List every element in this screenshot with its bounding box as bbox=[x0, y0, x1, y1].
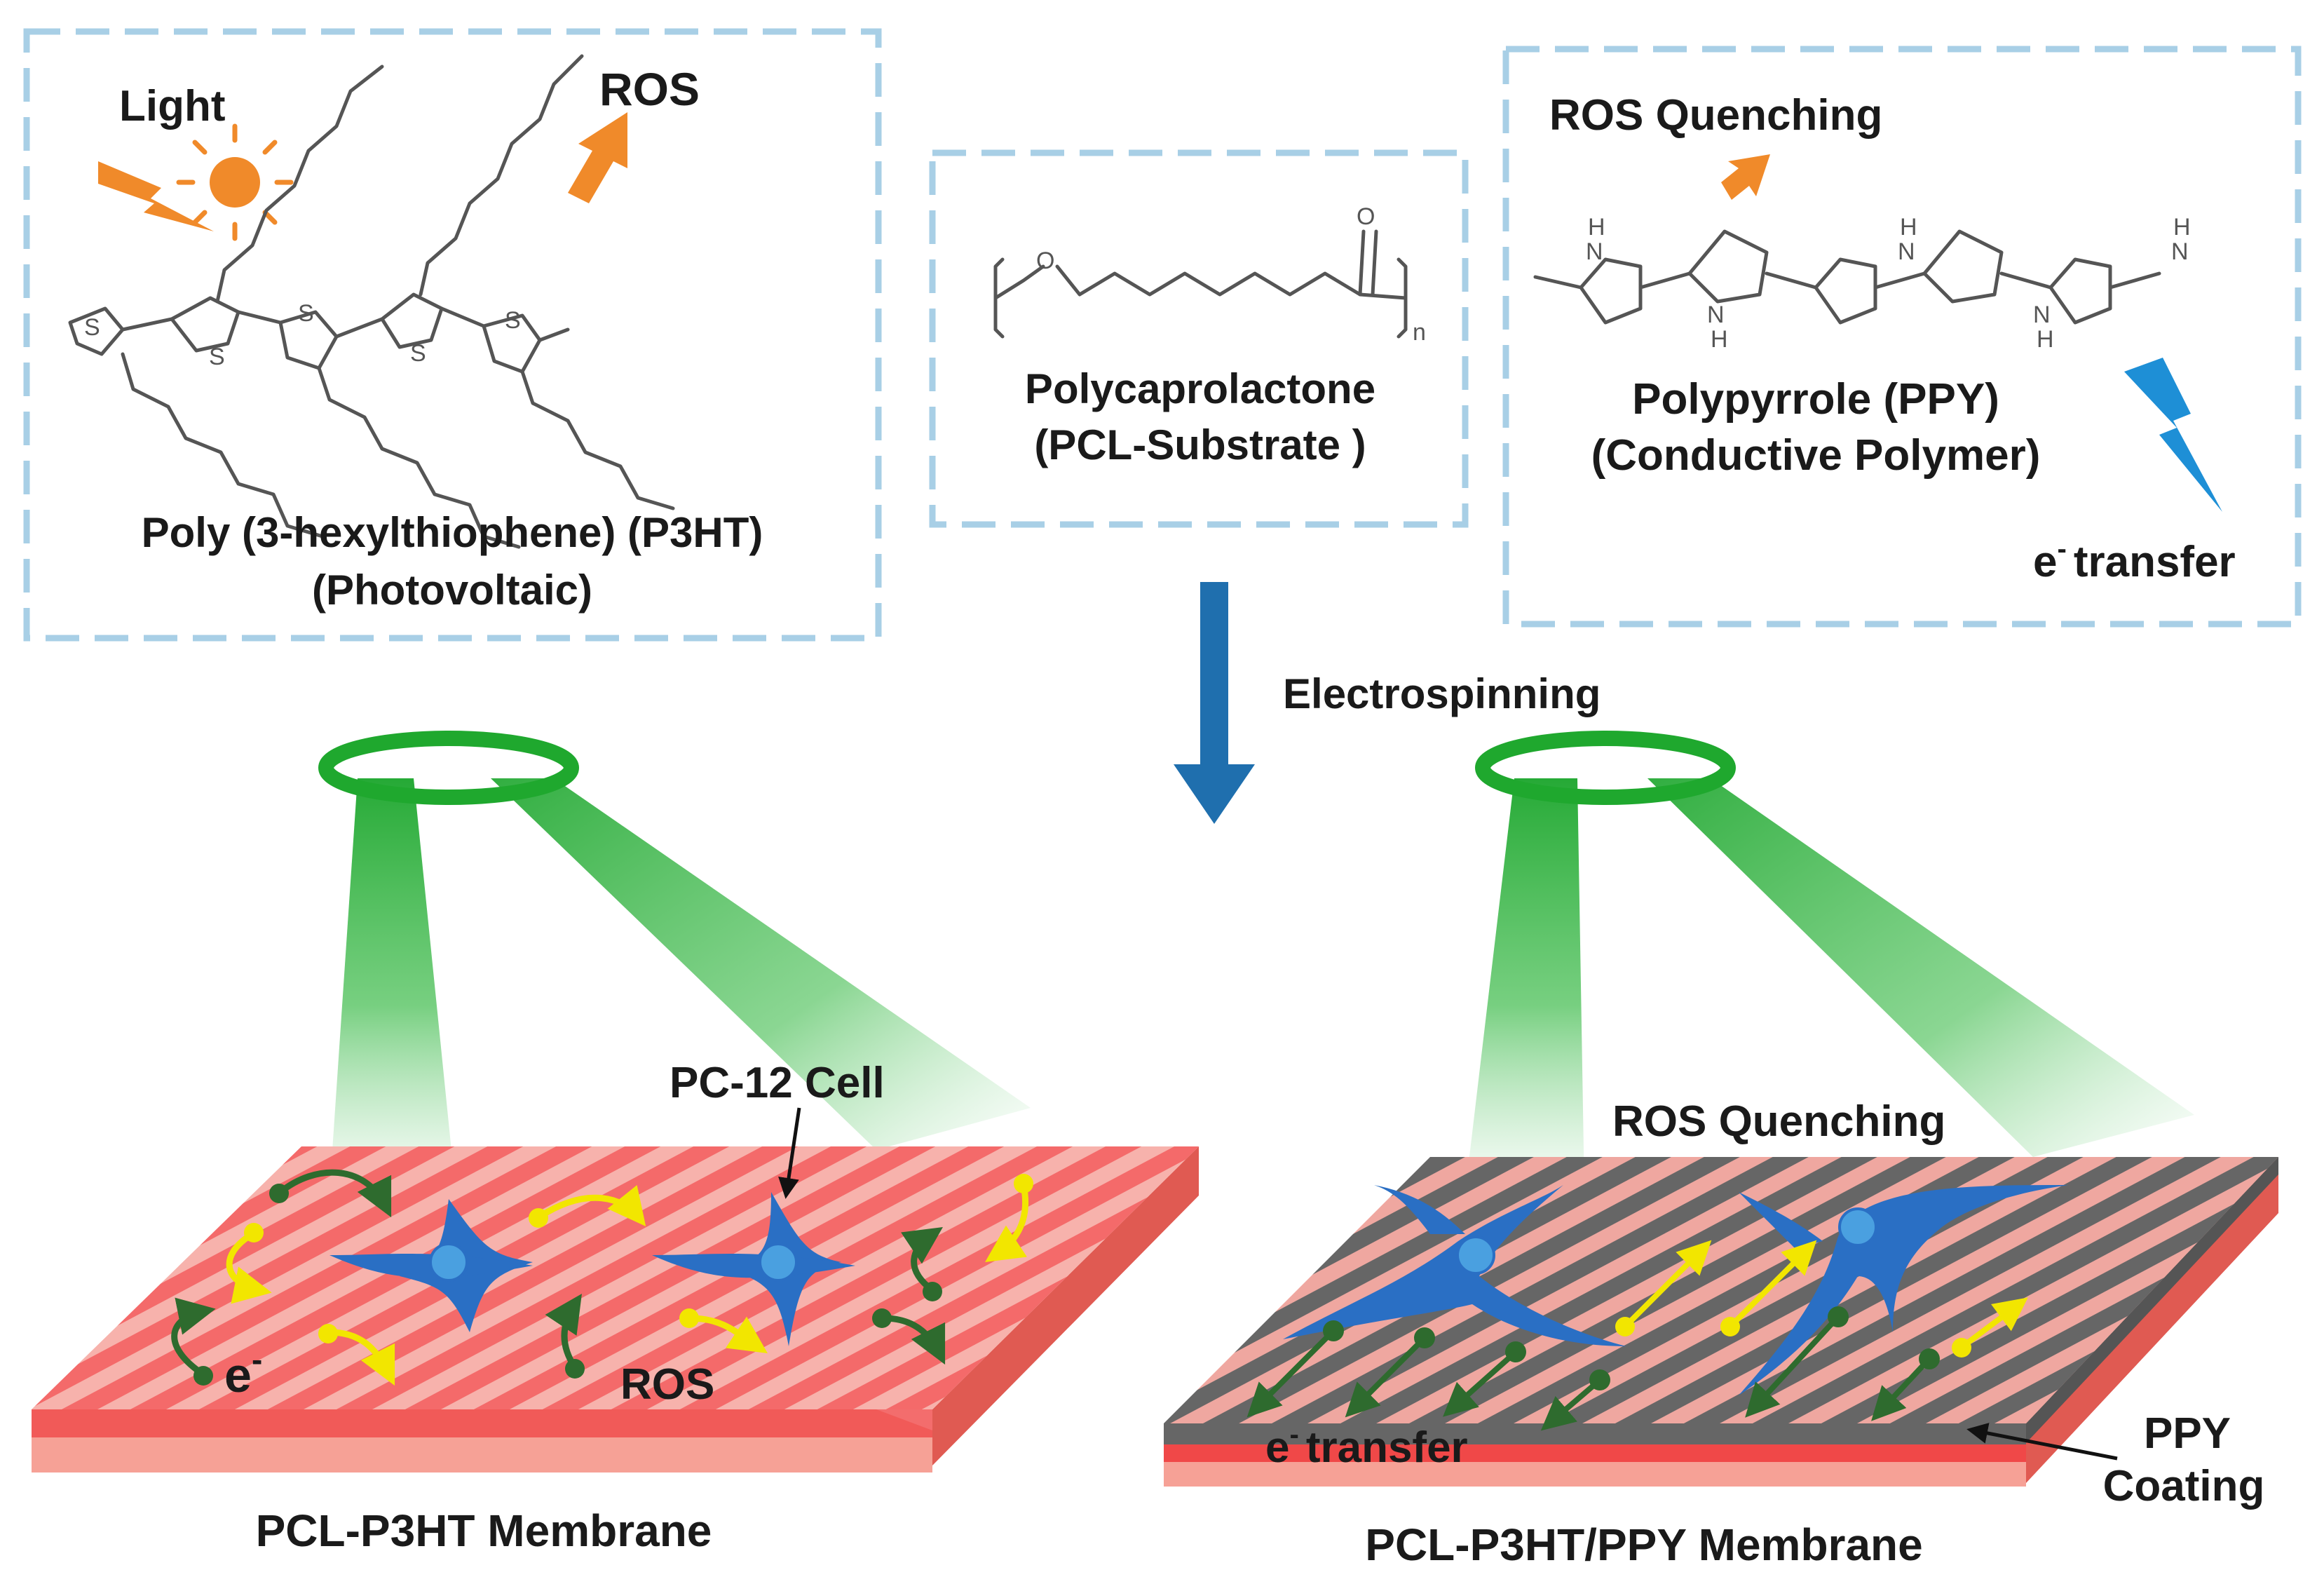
right-membrane-caption: PCL-P3HT/PPY Membrane bbox=[1365, 1519, 1922, 1570]
left-membrane-slab bbox=[32, 1146, 1199, 1472]
p3ht-structure: S S S S S bbox=[68, 54, 675, 549]
left-cell-2 bbox=[652, 1192, 855, 1346]
pcl-oxygen-atom: O bbox=[1036, 248, 1054, 274]
p3ht-name: Poly (3-hexylthiophene) (P3HT) bbox=[142, 509, 763, 556]
ros-release-arrow-icon bbox=[568, 112, 627, 203]
sulfur-atom-3: S bbox=[298, 300, 314, 327]
right-cell-1 bbox=[1283, 1185, 1626, 1346]
ppy-quench-label: ROS Quenching bbox=[1549, 91, 1882, 140]
quench-arrow-icon bbox=[1721, 154, 1770, 200]
ppy-nh-h-4: H bbox=[2037, 326, 2054, 353]
right-electron-symbol: e bbox=[1265, 1423, 1289, 1472]
pcl-name: Polycaprolactone bbox=[1025, 365, 1375, 412]
right-ros-dots bbox=[1615, 1317, 1971, 1358]
ppy-nh-h-5: H bbox=[2173, 214, 2191, 241]
pc12-cell-label: PC-12 Cell bbox=[670, 1059, 885, 1107]
ppy-transfer-label: e-transfer bbox=[2033, 534, 2236, 586]
sulfur-atom-4: S bbox=[410, 340, 426, 367]
pcl-role: (PCL-Substrate ) bbox=[1034, 421, 1366, 468]
right-transfer-label: e-transfer bbox=[1265, 1419, 1468, 1472]
right-electron-superscript: - bbox=[1289, 1419, 1298, 1450]
ros-release-label: ROS bbox=[599, 63, 700, 115]
right-electron-arrows bbox=[1246, 1316, 1930, 1431]
coating-pointer-arrow bbox=[1966, 1423, 2118, 1461]
pcl-carbonyl-oxygen: O bbox=[1357, 203, 1375, 230]
pcl-panel-border bbox=[929, 149, 1469, 528]
p3ht-role: (Photovoltaic) bbox=[312, 567, 592, 614]
left-ros-arrows bbox=[226, 1184, 1029, 1386]
ppy-nh-n-4: N bbox=[2033, 302, 2051, 328]
ppy-panel-border bbox=[1502, 46, 2302, 628]
left-cell-1 bbox=[329, 1199, 533, 1332]
right-cell-2 bbox=[1739, 1185, 2068, 1395]
ppy-nh-n-3: N bbox=[1898, 238, 1915, 265]
ppy-coating-label-line1: PPY bbox=[2144, 1409, 2231, 1458]
right-light-source bbox=[1465, 731, 2194, 1192]
left-electron-label: e- bbox=[224, 1341, 262, 1402]
left-electron-symbol: e bbox=[224, 1348, 252, 1402]
ppy-role: (Conductive Polymer) bbox=[1591, 431, 2041, 480]
sulfur-atom-5: S bbox=[505, 307, 521, 334]
ppy-nh-h-1: H bbox=[1588, 214, 1605, 241]
blue-lightning-icon bbox=[2124, 358, 2222, 512]
ppy-nh-n-1: N bbox=[1586, 238, 1603, 265]
electron-symbol: e bbox=[2033, 538, 2057, 586]
ppy-coating-label-line2: Coating bbox=[2103, 1462, 2265, 1510]
ppy-nh-n-5: N bbox=[2171, 238, 2189, 265]
electron-superscript: - bbox=[2057, 534, 2066, 564]
right-ros-arrows bbox=[1624, 1240, 2028, 1349]
electrospinning-arrow bbox=[1174, 582, 1255, 824]
sulfur-atom-2: S bbox=[209, 344, 225, 370]
left-ros-dots bbox=[244, 1174, 1033, 1343]
pcl-repeat-subscript: n bbox=[1413, 319, 1426, 346]
left-ros-label: ROS bbox=[620, 1360, 714, 1409]
left-membrane-caption: PCL-P3HT Membrane bbox=[256, 1505, 712, 1556]
ppy-structure: H N N H H N N H H N bbox=[1533, 214, 2191, 353]
lightning-bolt-icon bbox=[98, 161, 214, 231]
left-light-source bbox=[318, 731, 1031, 1192]
ppy-name: Polypyrrole (PPY) bbox=[1632, 375, 1999, 424]
right-transfer-word: transfer bbox=[1306, 1423, 1468, 1472]
left-electron-dots bbox=[193, 1184, 942, 1386]
light-label: Light bbox=[119, 82, 226, 130]
sulfur-atom-1: S bbox=[84, 314, 100, 341]
transfer-word: transfer bbox=[2074, 538, 2236, 586]
electrospinning-label: Electrospinning bbox=[1283, 670, 1601, 717]
pcl-structure: O O n bbox=[993, 203, 1426, 346]
pc12-pointer-arrow bbox=[778, 1107, 801, 1199]
p3ht-panel-border bbox=[23, 28, 882, 642]
left-electron-superscript: - bbox=[252, 1341, 262, 1378]
right-quench-label: ROS Quenching bbox=[1612, 1097, 1945, 1146]
right-electron-dots bbox=[1323, 1306, 1940, 1390]
ppy-nh-h-3: H bbox=[1900, 214, 1917, 241]
left-membrane-surface bbox=[32, 1146, 1199, 1409]
ppy-nh-h-2: H bbox=[1711, 326, 1728, 353]
ppy-nh-n-2: N bbox=[1707, 302, 1725, 328]
sun-icon bbox=[176, 123, 294, 241]
